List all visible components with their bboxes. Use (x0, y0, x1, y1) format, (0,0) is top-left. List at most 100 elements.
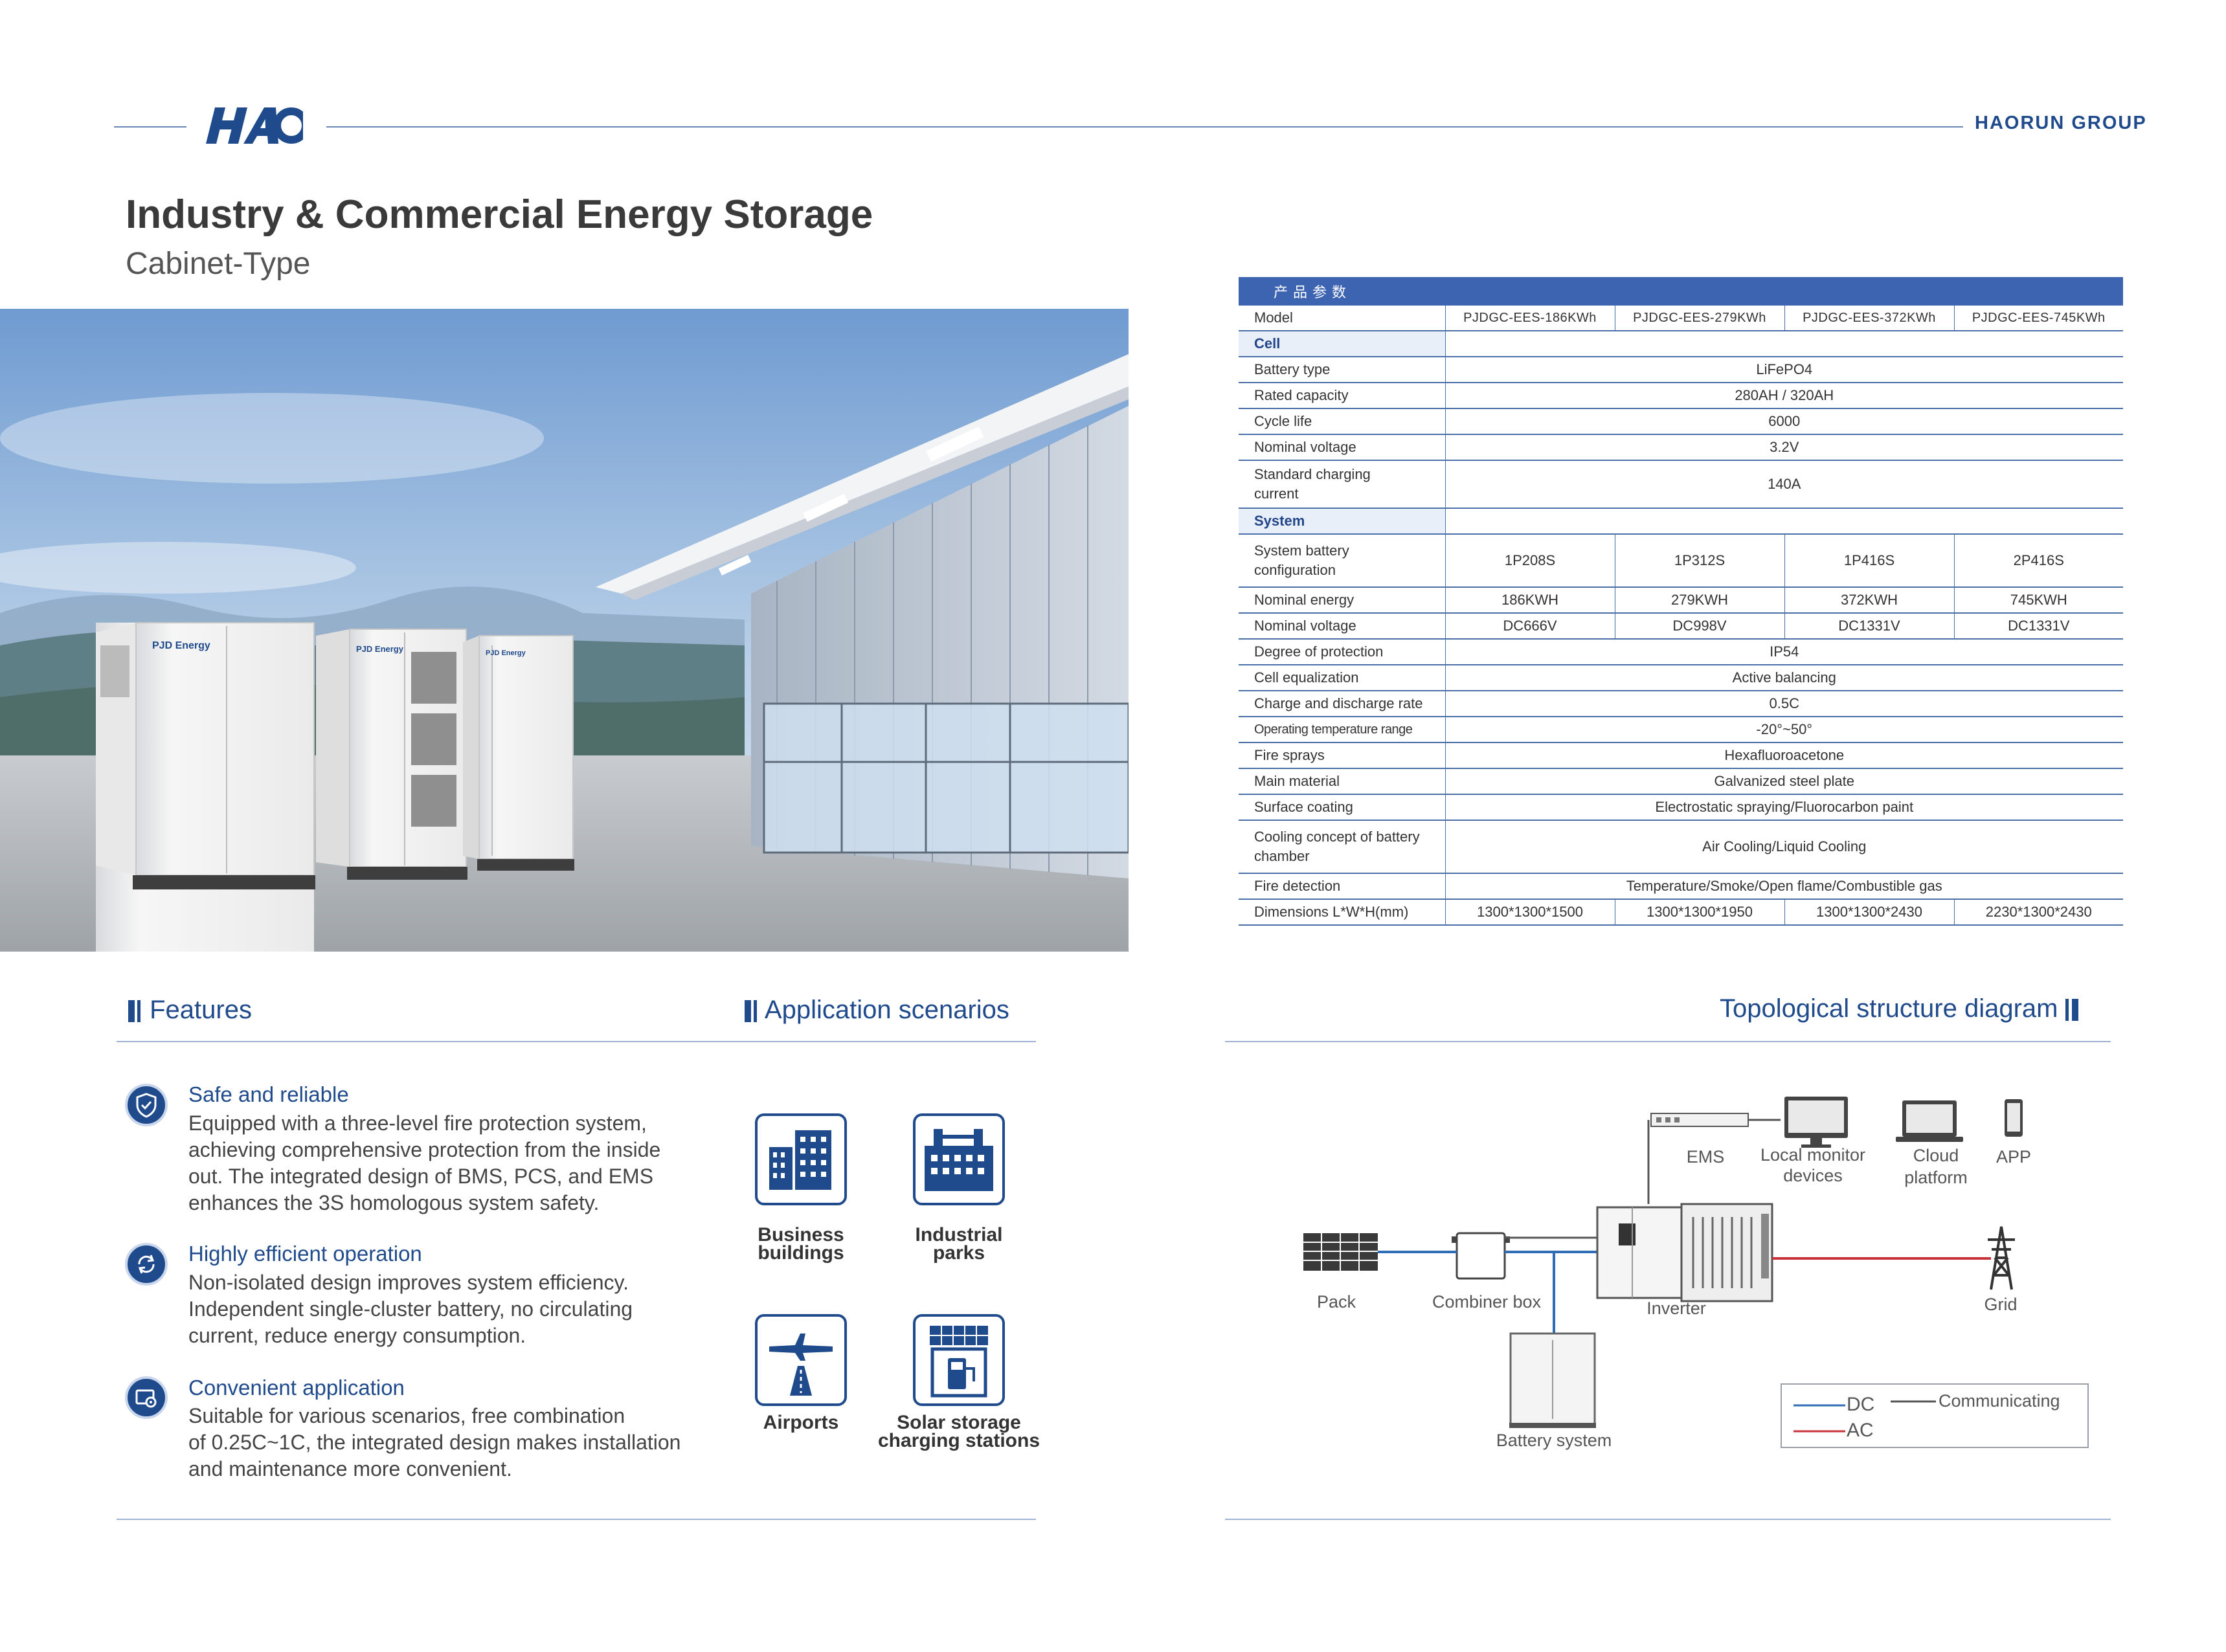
battery-config-3: 1P416S (1784, 534, 1954, 588)
heading-bar-icon (2065, 999, 2078, 1021)
spec-heading: 产品参数 (1239, 277, 2124, 306)
legend-dc-label: DC (1847, 1394, 1875, 1415)
feature-desc-1: Equipped with a three-level fire protect… (188, 1110, 732, 1216)
feature-desc-3-line: Suitable for various scenarios, free com… (188, 1404, 625, 1427)
local-monitor-line: Local monitor (1760, 1145, 1866, 1165)
model-3: PJDGC-EES-372KWh (1784, 306, 1954, 331)
fire-sprays-value: Hexafluoroacetone (1445, 742, 2124, 769)
main-material-label: Main material (1239, 768, 1445, 795)
feature-title-2: Highly efficient operation (188, 1242, 422, 1266)
nominal-energy-1: 186KWH (1445, 587, 1615, 614)
protection-label: Degree of protection (1239, 639, 1445, 665)
grid-label: Grid (1984, 1295, 2018, 1314)
app-label-line: Airports (763, 1412, 839, 1433)
app-label-business: Business buildings (736, 1224, 866, 1264)
battery-config-label-line1: System battery (1254, 542, 1349, 559)
cycle-life-value: 6000 (1445, 408, 2124, 435)
applications-heading: Application scenarios (745, 996, 1009, 1025)
cycle-life-label: Cycle life (1239, 408, 1445, 435)
legend: DC AC Communicating (1781, 1383, 2089, 1448)
features-heading: Features (128, 996, 252, 1025)
topology-diagram (1303, 1097, 2023, 1428)
rate-value: 0.5C (1445, 691, 2124, 717)
airport-icon (755, 1314, 847, 1406)
topology-bottom-rule (1225, 1519, 2111, 1520)
app-label-industrial: Industrial parks (894, 1224, 1024, 1263)
combiner-box-label: Combiner box (1432, 1292, 1542, 1312)
system-voltage-1: DC666V (1445, 613, 1615, 640)
battery-system-label: Battery system (1496, 1431, 1612, 1450)
features-rule (117, 1041, 1036, 1042)
feature-title-3: Convenient application (188, 1376, 405, 1400)
dimensions-label: Dimensions L*W*H(mm) (1239, 899, 1445, 926)
app-label-solar: Solar storage charging stations (862, 1413, 1056, 1451)
system-section: System (1239, 508, 1445, 535)
heading-bar-icon (128, 1000, 141, 1023)
dimensions-2: 1300*1300*1950 (1614, 899, 1784, 926)
legend-ac-label: AC (1847, 1420, 1874, 1441)
legend-comm-label: Communicating (1939, 1391, 2060, 1411)
battery-type-value: LiFePO4 (1445, 357, 2124, 383)
hao-logo (206, 107, 303, 144)
equalization-label: Cell equalization (1239, 665, 1445, 691)
combiner-box-icon (1452, 1232, 1510, 1280)
cabinet-brand-2: PJD Energy (356, 644, 404, 654)
app-label: APP (1996, 1147, 2032, 1166)
rate-label: Charge and discharge rate (1239, 691, 1445, 717)
cell-voltage-label: Nominal voltage (1239, 434, 1445, 461)
nominal-energy-2: 279KWH (1614, 587, 1784, 614)
cloud-platform-icon (1896, 1100, 1963, 1142)
rated-capacity-value: 280AH / 320AH (1445, 383, 2124, 409)
cooling-label-line2: chamber (1254, 848, 1310, 864)
battery-config-label-line2: configuration (1254, 562, 1336, 578)
company-name: HAORUN GROUP (1975, 113, 2147, 133)
nominal-energy-3: 372KWH (1784, 587, 1954, 614)
feature-title-1: Safe and reliable (188, 1082, 349, 1106)
app-label-line: Industrial (915, 1224, 1003, 1245)
page-subtitle: Cabinet-Type (126, 247, 311, 281)
inverter-label: Inverter (1647, 1299, 1706, 1318)
cell-section: Cell (1239, 331, 1445, 357)
shield-icon (125, 1084, 168, 1126)
ems-icon (1650, 1113, 1749, 1127)
fire-detection-label: Fire detection (1239, 873, 1445, 900)
nominal-energy-label: Nominal energy (1239, 587, 1445, 614)
rated-capacity-label: Rated capacity (1239, 383, 1445, 409)
feature-desc-1-line: enhances the 3S homologous system safety… (188, 1191, 600, 1214)
model-1: PJDGC-EES-186KWh (1445, 306, 1615, 331)
feature-desc-2: Non-isolated design improves system effi… (188, 1269, 732, 1349)
cloud-line: Cloud (1913, 1146, 1959, 1165)
gear-icon (125, 1376, 168, 1419)
page-title: Industry & Commercial Energy Storage (126, 192, 873, 237)
system-voltage-4: DC1331V (1953, 613, 2124, 640)
fire-detection-value: Temperature/Smoke/Open flame/Combustible… (1445, 873, 2124, 900)
topology-rule (1225, 1041, 2111, 1042)
spec-table: 产品参数 Model PJDGC-EES-186KWh PJDGC-EES-27… (1239, 277, 2124, 926)
app-label-line: buildings (758, 1242, 844, 1264)
cooling-label: Cooling concept of battery chamber (1239, 820, 1445, 874)
system-voltage-2: DC998V (1614, 613, 1784, 640)
features-heading-text: Features (150, 996, 252, 1024)
cabinet-brand-1: PJD Energy (152, 640, 210, 651)
cloud-platform-label: Cloud platform (1897, 1144, 1975, 1189)
feature-desc-1-line: out. The integrated design of BMS, PCS, … (188, 1165, 654, 1188)
model-2: PJDGC-EES-279KWh (1614, 306, 1784, 331)
surface-coating-label: Surface coating (1239, 794, 1445, 821)
cycle-icon (125, 1243, 168, 1286)
feature-desc-3: Suitable for various scenarios, free com… (188, 1403, 732, 1482)
charging-current-label-line2: current (1254, 486, 1299, 502)
equalization-value: Active balancing (1445, 665, 2124, 691)
protection-value: IP54 (1445, 639, 2124, 665)
header-rule-right (326, 126, 1963, 128)
solar-charging-station-icon (913, 1314, 1005, 1406)
heading-bar-icon (745, 1000, 757, 1023)
system-voltage-3: DC1331V (1784, 613, 1954, 640)
model-label: Model (1239, 306, 1445, 331)
feature-desc-2-line: Non-isolated design improves system effi… (188, 1271, 629, 1294)
battery-type-label: Battery type (1239, 357, 1445, 383)
phone-icon (2005, 1099, 2023, 1137)
app-label-line: charging stations (877, 1430, 1040, 1451)
local-monitor-line: devices (1783, 1166, 1843, 1185)
app-label-line: Business (758, 1224, 844, 1245)
cooling-label-line1: Cooling concept of battery (1254, 829, 1420, 845)
